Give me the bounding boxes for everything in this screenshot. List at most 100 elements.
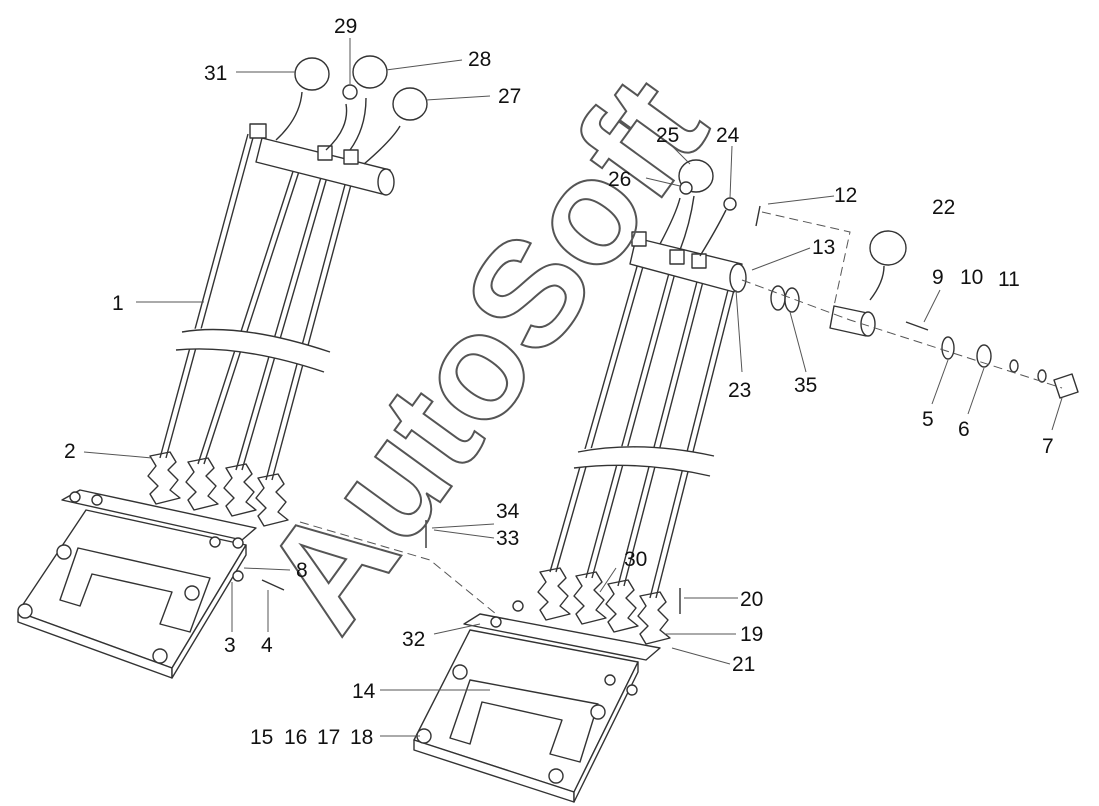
callout-33: 33 [496,527,519,550]
left-rod-2b [203,155,305,465]
left-rod-3a [235,159,327,471]
left-handle-shaft-28 [349,97,367,151]
right-rod-1a [549,255,641,573]
right-handle-shaft-24 [699,209,727,257]
right-flange-bolt-2 [512,600,524,612]
right-boot-4 [637,591,671,645]
left-handle-shaft-31 [275,91,303,141]
left-flange-bolt-4 [232,537,244,549]
callout-20: 20 [740,588,763,611]
right-handle-shaft-26 [659,197,681,245]
left-rod-3b [241,159,333,471]
right-break-line-bottom [573,464,711,477]
washer-6 [976,344,992,368]
callout-26: 26 [608,168,631,191]
callout-8: 8 [296,559,308,582]
left-rod-4b [271,165,357,481]
left-boot-1 [147,451,181,505]
right-corner-bolt-3 [548,768,564,784]
left-knob-31 [294,57,330,91]
exploded-knob-22 [869,230,907,266]
left-flange-bolt-2 [91,494,103,506]
washer-small [1009,359,1019,373]
left-break-line-bottom [175,348,325,373]
exploded-handle-shaft-22 [869,265,885,301]
callout-9: 9 [932,266,944,289]
right-flange-bolt-3 [604,674,616,686]
callout-13: 13 [812,236,835,259]
left-knob-28 [352,55,388,89]
callout-2: 2 [64,440,76,463]
left-pivot-clamp-2 [317,145,333,161]
callout-23: 23 [728,379,751,402]
right-rod-2a [585,261,673,579]
washer-5 [941,336,955,360]
callout-16: 16 [284,726,307,749]
right-handle-shaft-25 [679,195,695,251]
right-pivot-clamp-1 [631,231,647,247]
callout-21: 21 [732,653,755,676]
dash-left-to-right [299,521,497,615]
left-rod-1a [159,133,249,459]
callout-3: 3 [224,634,236,657]
left-corner-bolt-2 [56,544,72,560]
right-flange-bolt-4 [626,684,638,696]
right-pivot-clamp-3 [691,253,707,269]
right-corner-bolt-4 [590,704,606,720]
callout-27: 27 [498,85,521,108]
bolt-7 [1053,373,1079,399]
callout-1: 1 [112,292,124,315]
assembly-lines [299,211,1063,615]
callout-29: 29 [334,15,357,38]
left-boot-3 [223,463,257,517]
right-rod-4a [649,281,731,599]
left-pivot-clamp-1 [249,123,267,139]
right-break-line-top [577,446,715,457]
right-rod-3a [617,269,701,587]
spacer-35b [784,287,800,313]
left-lever-assembly [17,55,428,679]
right-knob-24 [723,197,737,211]
bolt-12 [755,205,761,227]
callout-31: 31 [204,62,227,85]
left-washer-3 [232,570,244,582]
left-boot-4 [255,473,289,527]
callout-32: 32 [402,628,425,651]
right-pivot-tube-end [729,263,747,293]
callout-30: 30 [624,548,647,571]
right-boot-2 [573,571,607,625]
right-rod-3b [623,269,707,587]
left-break-line-top [181,328,331,353]
bolt-9 [905,321,929,331]
dash-axis-right [741,279,1063,389]
left-rod-1b [165,133,255,459]
left-corner-bolt-4 [184,585,200,601]
left-corner-bolt-3 [152,648,168,664]
right-flange-bolt-1 [490,616,502,628]
callout-22: 22 [932,196,955,219]
right-pivot-clamp-2 [669,249,685,265]
leader-lines [83,38,1063,737]
left-rod-4a [265,165,351,481]
callout-6: 6 [958,418,970,441]
right-inner-bracket [449,679,599,763]
left-knob-29 [342,84,358,100]
left-bolt-4 [261,579,285,591]
left-pivot-clamp-3 [343,149,359,165]
right-base-plate-side [573,661,639,803]
right-corner-bolt-2 [452,664,468,680]
callout-28: 28 [468,48,491,71]
callout-18: 18 [350,726,373,749]
left-flange-bolt-3 [209,536,221,548]
right-boot-1 [537,567,571,621]
callout-5: 5 [922,408,934,431]
callout-10: 10 [960,266,983,289]
left-handle-shaft-27 [363,125,401,165]
left-rod-2a [197,155,299,465]
callout-labels: 31 29 28 27 1 2 8 3 4 34 33 32 14 15 16 … [64,15,1054,749]
left-boot-2 [185,457,219,511]
left-pivot-tube-end [377,168,395,196]
right-boot-3 [605,579,639,633]
callout-19: 19 [740,623,763,646]
